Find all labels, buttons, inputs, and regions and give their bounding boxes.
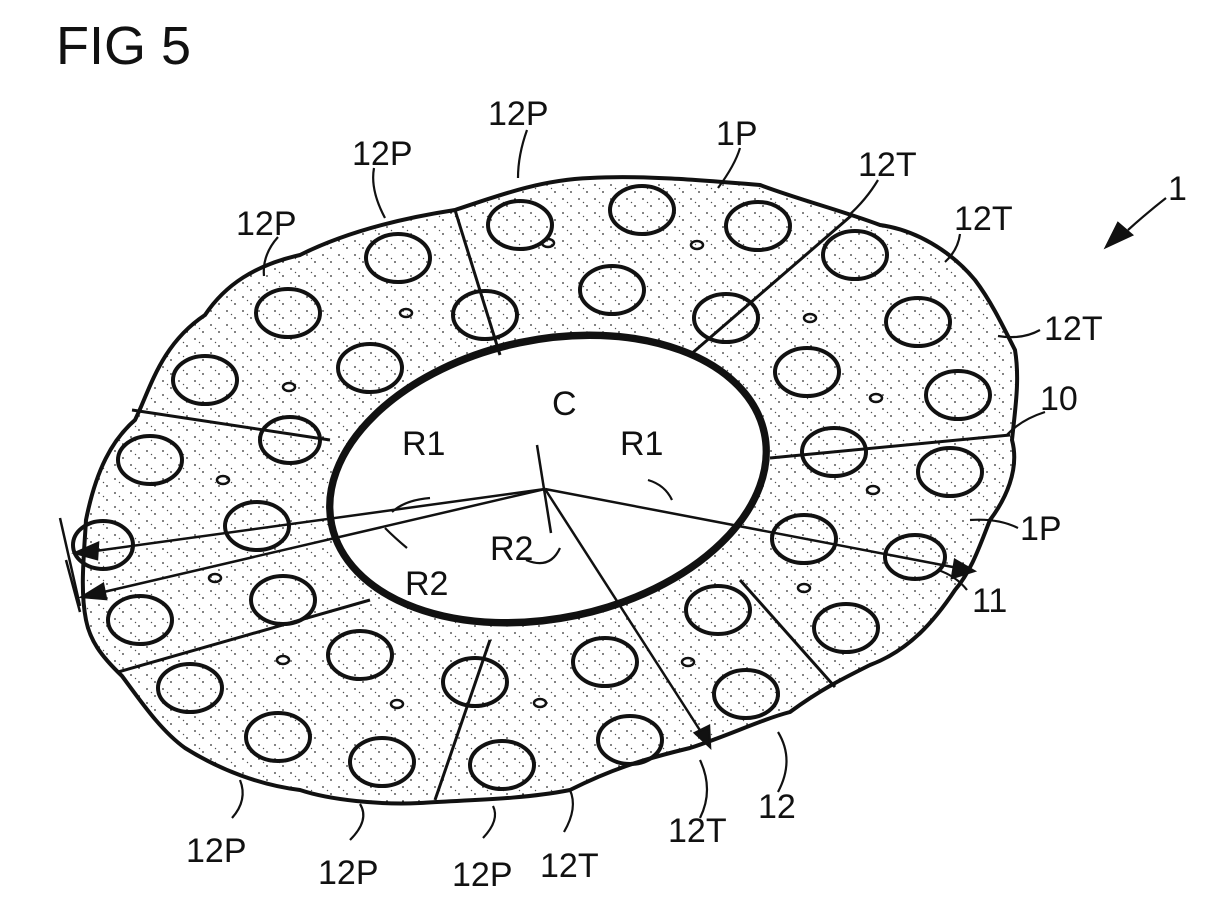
label-plate-p: 12P <box>186 832 247 870</box>
leader-line <box>564 790 573 832</box>
label-r1-left: R1 <box>402 425 445 463</box>
leader-line <box>848 180 878 216</box>
figure-title: FIG 5 <box>56 16 191 76</box>
label-plate-t: 12T <box>858 146 917 184</box>
label-hole: 11 <box>972 582 1007 620</box>
arrowhead <box>1106 223 1132 247</box>
label-r2-left: R2 <box>405 565 448 603</box>
label-plate-p: 12P <box>318 854 379 892</box>
edge-tick <box>66 560 80 612</box>
leader-line <box>700 760 707 818</box>
label-plate-p: 12P <box>488 95 549 133</box>
label-plate-t: 12T <box>954 200 1013 238</box>
leader-line <box>648 480 672 500</box>
leader-line <box>232 780 243 818</box>
leader-line <box>483 806 495 838</box>
label-plate-t: 12T <box>540 847 599 885</box>
label-panel: 1P <box>716 115 758 153</box>
label-edge: 12 <box>758 788 796 826</box>
label-plate-t: 12T <box>668 812 727 850</box>
label-plate-t: 12T <box>1044 310 1103 348</box>
label-r1-right: R1 <box>620 425 663 463</box>
leader-line <box>1128 198 1166 230</box>
label-surface: 10 <box>1040 380 1078 418</box>
leader-line <box>350 804 363 840</box>
label-assembly: 1 <box>1168 170 1187 208</box>
label-plate-p: 12P <box>452 856 513 894</box>
label-center: C <box>552 385 577 423</box>
leader-line <box>518 130 527 178</box>
label-plate-p: 12P <box>352 135 413 173</box>
leader-line <box>373 168 385 218</box>
leader-line <box>385 528 407 548</box>
label-plate-p: 12P <box>236 205 297 243</box>
leader-line <box>778 732 787 792</box>
label-r2-center: R2 <box>490 530 533 568</box>
label-panel: 1P <box>1020 510 1062 548</box>
